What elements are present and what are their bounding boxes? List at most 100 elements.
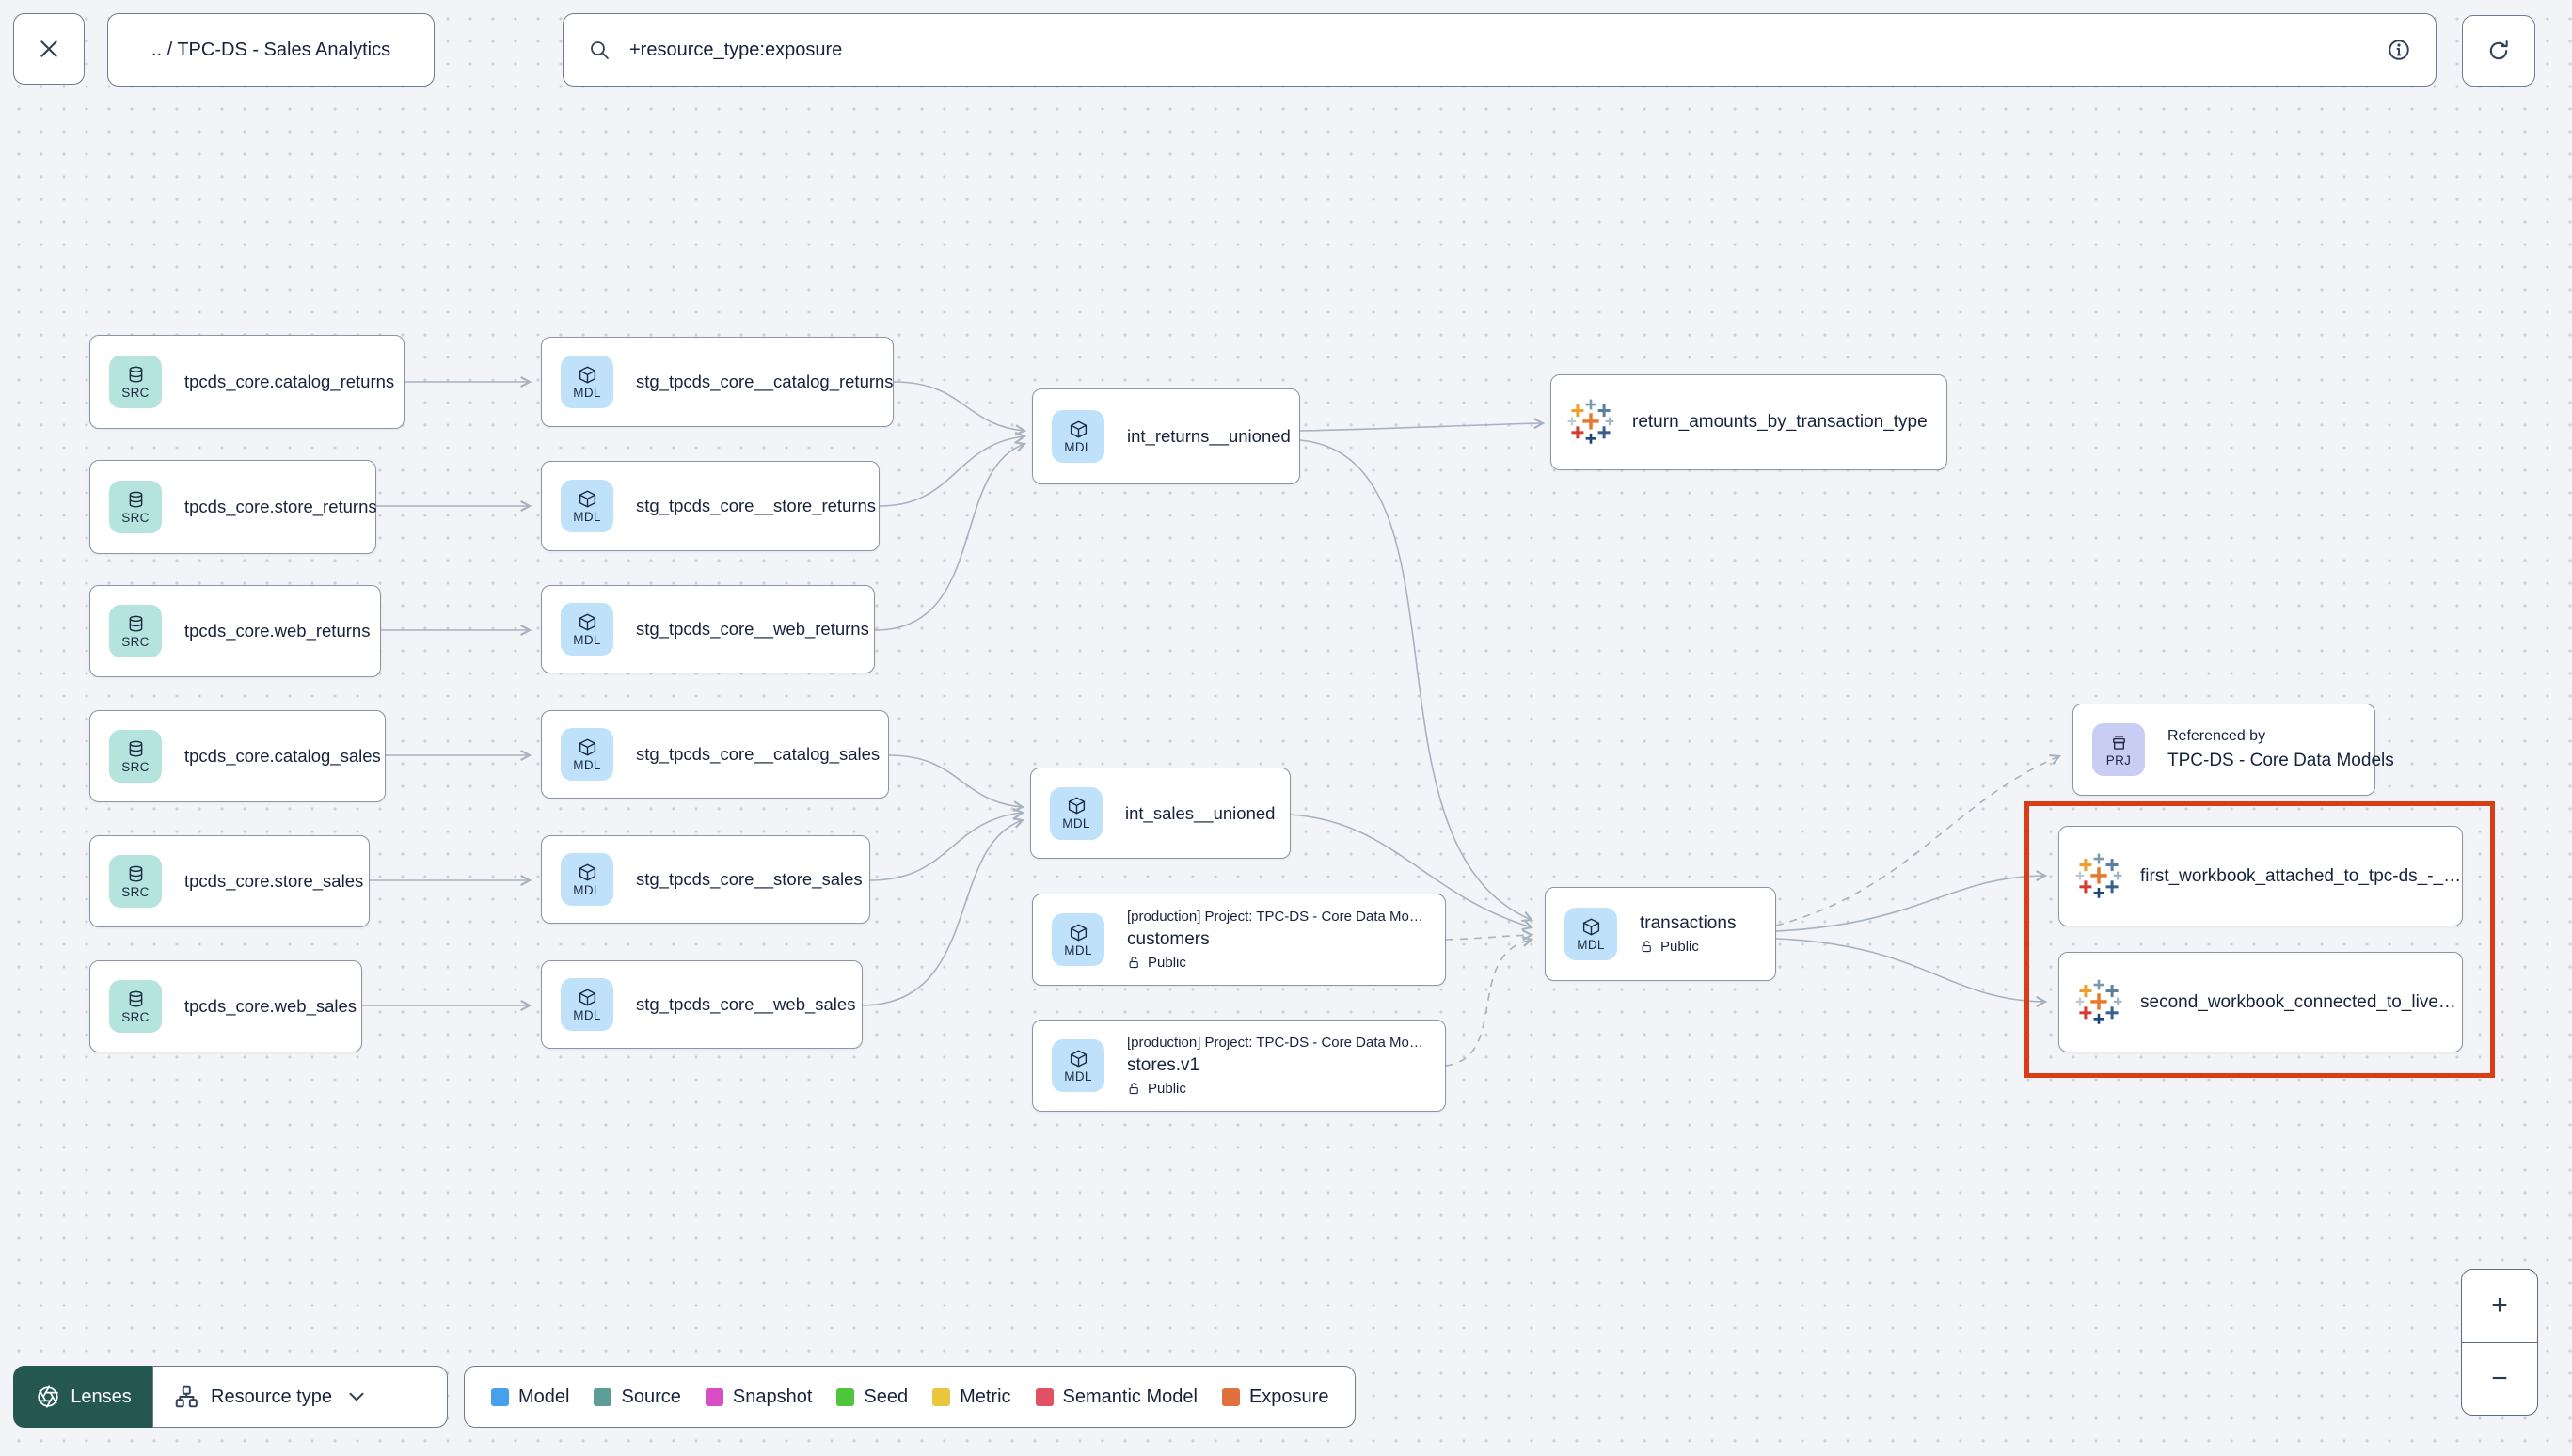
node-stores-v1[interactable]: MDL [production] Project: TPC-DS - Core … — [1032, 1020, 1446, 1112]
zoom-in-button[interactable]: + — [2491, 1290, 2508, 1321]
model-badge: MDL — [1052, 410, 1104, 463]
badge-label: SRC — [121, 510, 150, 525]
badge-label: MDL — [573, 385, 601, 400]
node-exposure-return-amounts[interactable]: return_amounts_by_transaction_type — [1550, 374, 1947, 470]
node-referenced-by-project[interactable]: PRJ Referenced by TPC-DS - Core Data Mod… — [2072, 704, 2394, 796]
chevron-down-icon — [349, 1392, 364, 1401]
info-icon[interactable] — [2387, 38, 2411, 62]
refresh-button[interactable] — [2462, 15, 2535, 87]
edge-transactions-first-workbook — [1775, 870, 2048, 932]
database-icon — [129, 615, 142, 631]
zoom-out-button[interactable]: − — [2462, 1341, 2537, 1416]
model-badge: MDL — [1050, 786, 1103, 840]
referenced-by-line: Referenced by — [2167, 728, 2266, 744]
node-src-store-returns[interactable]: SRC tpcds_core.store_returns — [89, 460, 377, 554]
project-line: [production] Project: TPC-DS - Core Data… — [1127, 909, 1423, 925]
search-bar[interactable] — [563, 13, 2437, 87]
node-label: stg_tpcds_core__store_sales — [636, 869, 863, 889]
edge-stg2-int-returns — [879, 432, 1027, 507]
database-icon — [129, 865, 142, 881]
badge-label: MDL — [573, 509, 601, 524]
database-icon — [129, 990, 142, 1006]
node-label: stg_tpcds_core__web_returns — [636, 619, 869, 639]
legend-swatch — [705, 1387, 723, 1406]
node-exposure-first-workbook[interactable]: first_workbook_attached_to_tpc-ds_-_… — [2058, 826, 2463, 926]
aperture-icon — [38, 1385, 59, 1408]
model-badge: MDL — [561, 853, 613, 906]
resource-type-dropdown[interactable]: Resource type — [152, 1366, 448, 1428]
edge-stg5-int-sales — [869, 807, 1025, 881]
node-src-web-sales[interactable]: SRC tpcds_core.web_sales — [89, 960, 362, 1052]
node-customers[interactable]: MDL [production] Project: TPC-DS - Core … — [1032, 894, 1446, 986]
node-src-catalog-returns[interactable]: SRC tpcds_core.catalog_returns — [89, 335, 405, 429]
search-input[interactable] — [627, 38, 2370, 62]
legend-item-model: Model — [491, 1386, 569, 1408]
database-icon — [129, 366, 142, 382]
close-button[interactable] — [13, 13, 85, 85]
legend-swatch — [1035, 1387, 1054, 1406]
node-stg-catalog-sales[interactable]: MDL stg_tpcds_core__catalog_sales — [541, 710, 889, 799]
badge-label: MDL — [1062, 816, 1090, 831]
resource-type-label: Resource type — [211, 1385, 332, 1407]
node-stg-store-returns[interactable]: MDL stg_tpcds_core__store_returns — [541, 461, 880, 551]
node-label: int_returns__unioned — [1127, 426, 1291, 446]
lenses-button[interactable]: Lenses — [13, 1366, 154, 1428]
node-stg-catalog-returns[interactable]: MDL stg_tpcds_core__catalog_returns — [541, 337, 894, 427]
search-icon — [591, 41, 609, 59]
breadcrumb[interactable]: .. / TPC-DS - Sales Analytics — [107, 13, 435, 87]
node-src-store-sales[interactable]: SRC tpcds_core.store_sales — [89, 835, 370, 927]
access-line: Public — [1127, 1081, 1423, 1097]
legend-item-metric: Metric — [932, 1386, 1011, 1408]
open-lock-icon — [1642, 941, 1651, 953]
node-exposure-second-workbook[interactable]: second_workbook_connected_to_live… — [2058, 952, 2463, 1052]
badge-label: MDL — [573, 1007, 601, 1022]
edge-stg4-int-sales — [888, 754, 1025, 813]
open-lock-icon — [1129, 1083, 1138, 1095]
model-badge: MDL — [1052, 1039, 1104, 1092]
node-transactions[interactable]: MDL transactions Public — [1545, 887, 1776, 981]
legend-item-snapshot: Snapshot — [705, 1386, 812, 1408]
cube-icon — [1582, 918, 1599, 935]
node-stg-web-sales[interactable]: MDL stg_tpcds_core__web_sales — [541, 960, 863, 1049]
badge-label: SRC — [121, 759, 150, 774]
badge-label: SRC — [121, 634, 150, 649]
model-badge: MDL — [561, 728, 613, 781]
edge-transactions-second-workbook — [1775, 938, 2048, 1007]
badge-label: MDL — [1064, 1068, 1092, 1084]
tableau-icon — [2075, 979, 2122, 1024]
node-label: return_amounts_by_transaction_type — [1632, 412, 1928, 432]
node-label: stg_tpcds_core__catalog_returns — [636, 372, 894, 391]
legend-item-seed: Seed — [836, 1386, 908, 1408]
close-icon — [40, 40, 57, 57]
node-label: stg_tpcds_core__catalog_sales — [636, 744, 881, 764]
node-src-web-returns[interactable]: SRC tpcds_core.web_returns — [89, 585, 381, 677]
refresh-icon — [2489, 40, 2508, 60]
source-badge: SRC — [109, 356, 162, 408]
database-icon — [129, 740, 142, 756]
node-int-sales-unioned[interactable]: MDL int_sales__unioned — [1030, 768, 1291, 859]
node-stg-store-sales[interactable]: MDL stg_tpcds_core__store_sales — [541, 835, 870, 924]
cube-icon — [1070, 1050, 1087, 1067]
database-icon — [129, 491, 142, 507]
edge-transactions-referenced-by — [1775, 753, 2062, 926]
exposure-highlight-box — [2024, 801, 2495, 1078]
source-badge: SRC — [109, 730, 162, 783]
edge-stg6-int-sales — [860, 817, 1025, 1006]
node-src-catalog-sales[interactable]: SRC tpcds_core.catalog_sales — [89, 710, 386, 802]
cube-icon — [1070, 924, 1087, 941]
model-badge: MDL — [561, 356, 613, 408]
badge-label: SRC — [121, 1009, 150, 1024]
edge-stg3-int-returns — [874, 441, 1027, 631]
cube-icon — [579, 613, 595, 630]
node-label: stg_tpcds_core__store_returns — [636, 496, 877, 515]
node-label: first_workbook_attached_to_tpc-ds_-_… — [2140, 865, 2462, 886]
project-line: [production] Project: TPC-DS - Core Data… — [1127, 1035, 1423, 1051]
badge-label: MDL — [573, 757, 601, 772]
node-label: stg_tpcds_core__web_sales — [636, 994, 856, 1014]
sitemap-icon — [175, 1385, 198, 1408]
edge-customers-transactions — [1445, 929, 1534, 942]
node-stg-web-returns[interactable]: MDL stg_tpcds_core__web_returns — [541, 585, 875, 673]
model-badge: MDL — [561, 603, 613, 656]
badge-label: MDL — [573, 882, 601, 897]
node-int-returns-unioned[interactable]: MDL int_returns__unioned — [1032, 388, 1300, 484]
